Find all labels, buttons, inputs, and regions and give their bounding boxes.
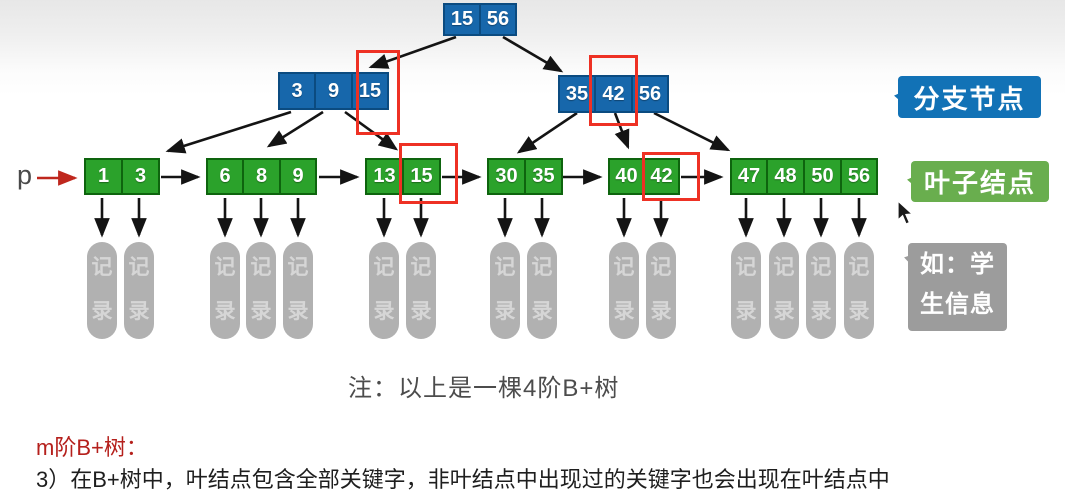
record-capsule: 记录 [369,242,399,339]
key-cell: 56 [480,3,517,36]
pointer-label: p [17,160,33,190]
record-capsule: 记录 [844,242,874,339]
record-capsule: 记录 [731,242,761,339]
key-cell: 56 [632,75,669,113]
key-cell: 35 [525,158,563,195]
record-capsule: 记录 [609,242,639,339]
leaf-node-3: 13 15 [365,158,441,195]
leaf-node-5: 40 42 [608,158,680,195]
highlight-branch-15 [356,50,400,135]
mouse-cursor-icon [897,199,914,225]
key-cell: 42 [644,158,680,195]
record-capsule: 记录 [806,242,836,339]
key-cell: 15 [443,3,480,36]
highlight-branch-42 [589,55,638,126]
leaf-node-6: 47 48 50 56 [730,158,878,195]
key-cell: 3 [122,158,160,195]
key-cell: 6 [206,158,243,195]
key-cell: 47 [730,158,767,195]
key-cell: 3 [278,72,315,110]
record-capsule: 记录 [527,242,557,339]
key-cell: 1 [84,158,122,195]
record-capsule: 记录 [283,242,313,339]
record-capsule: 记录 [246,242,276,339]
leaf-node-2: 6 8 9 [206,158,317,195]
note-heading: m阶B+树： [36,435,148,460]
diagram-caption: 注：以上是一棵4阶B+树 [348,375,620,402]
key-cell: 9 [280,158,317,195]
key-cell: 8 [243,158,280,195]
branch-node-right: 35 42 56 [558,75,669,113]
leaf-to-record-arrows [94,198,867,238]
key-cell: 30 [487,158,525,195]
key-cell: 42 [595,75,632,113]
record-capsule: 记录 [406,242,436,339]
legend-record-example: 如：学生信息 [908,243,1007,331]
legend-branch-node: 分支节点 [898,76,1041,118]
leaf-node-1: 1 3 [84,158,160,195]
record-capsule: 记录 [769,242,799,339]
highlight-leaf-42 [642,152,700,201]
key-cell: 13 [365,158,403,195]
highlight-leaf-15 [399,143,458,204]
note-point-3: 3）在B+树中，叶结点包含全部关键字，非叶结点中出现过的关键字也会出现在叶结点中 [36,467,890,492]
key-cell: 50 [804,158,841,195]
key-cell: 9 [315,72,352,110]
key-cell: 15 [403,158,441,195]
key-cell: 48 [767,158,804,195]
legend-leaf-node: 叶子结点 [911,161,1049,202]
record-capsule: 记录 [124,242,154,339]
key-cell: 40 [608,158,644,195]
record-capsule: 记录 [210,242,240,339]
leaf-node-4: 30 35 [487,158,563,195]
record-capsule: 记录 [87,242,117,339]
record-capsule: 记录 [646,242,676,339]
record-capsule: 记录 [490,242,520,339]
key-cell: 35 [558,75,595,113]
key-cell: 56 [841,158,878,195]
root-node: 15 56 [443,3,517,36]
